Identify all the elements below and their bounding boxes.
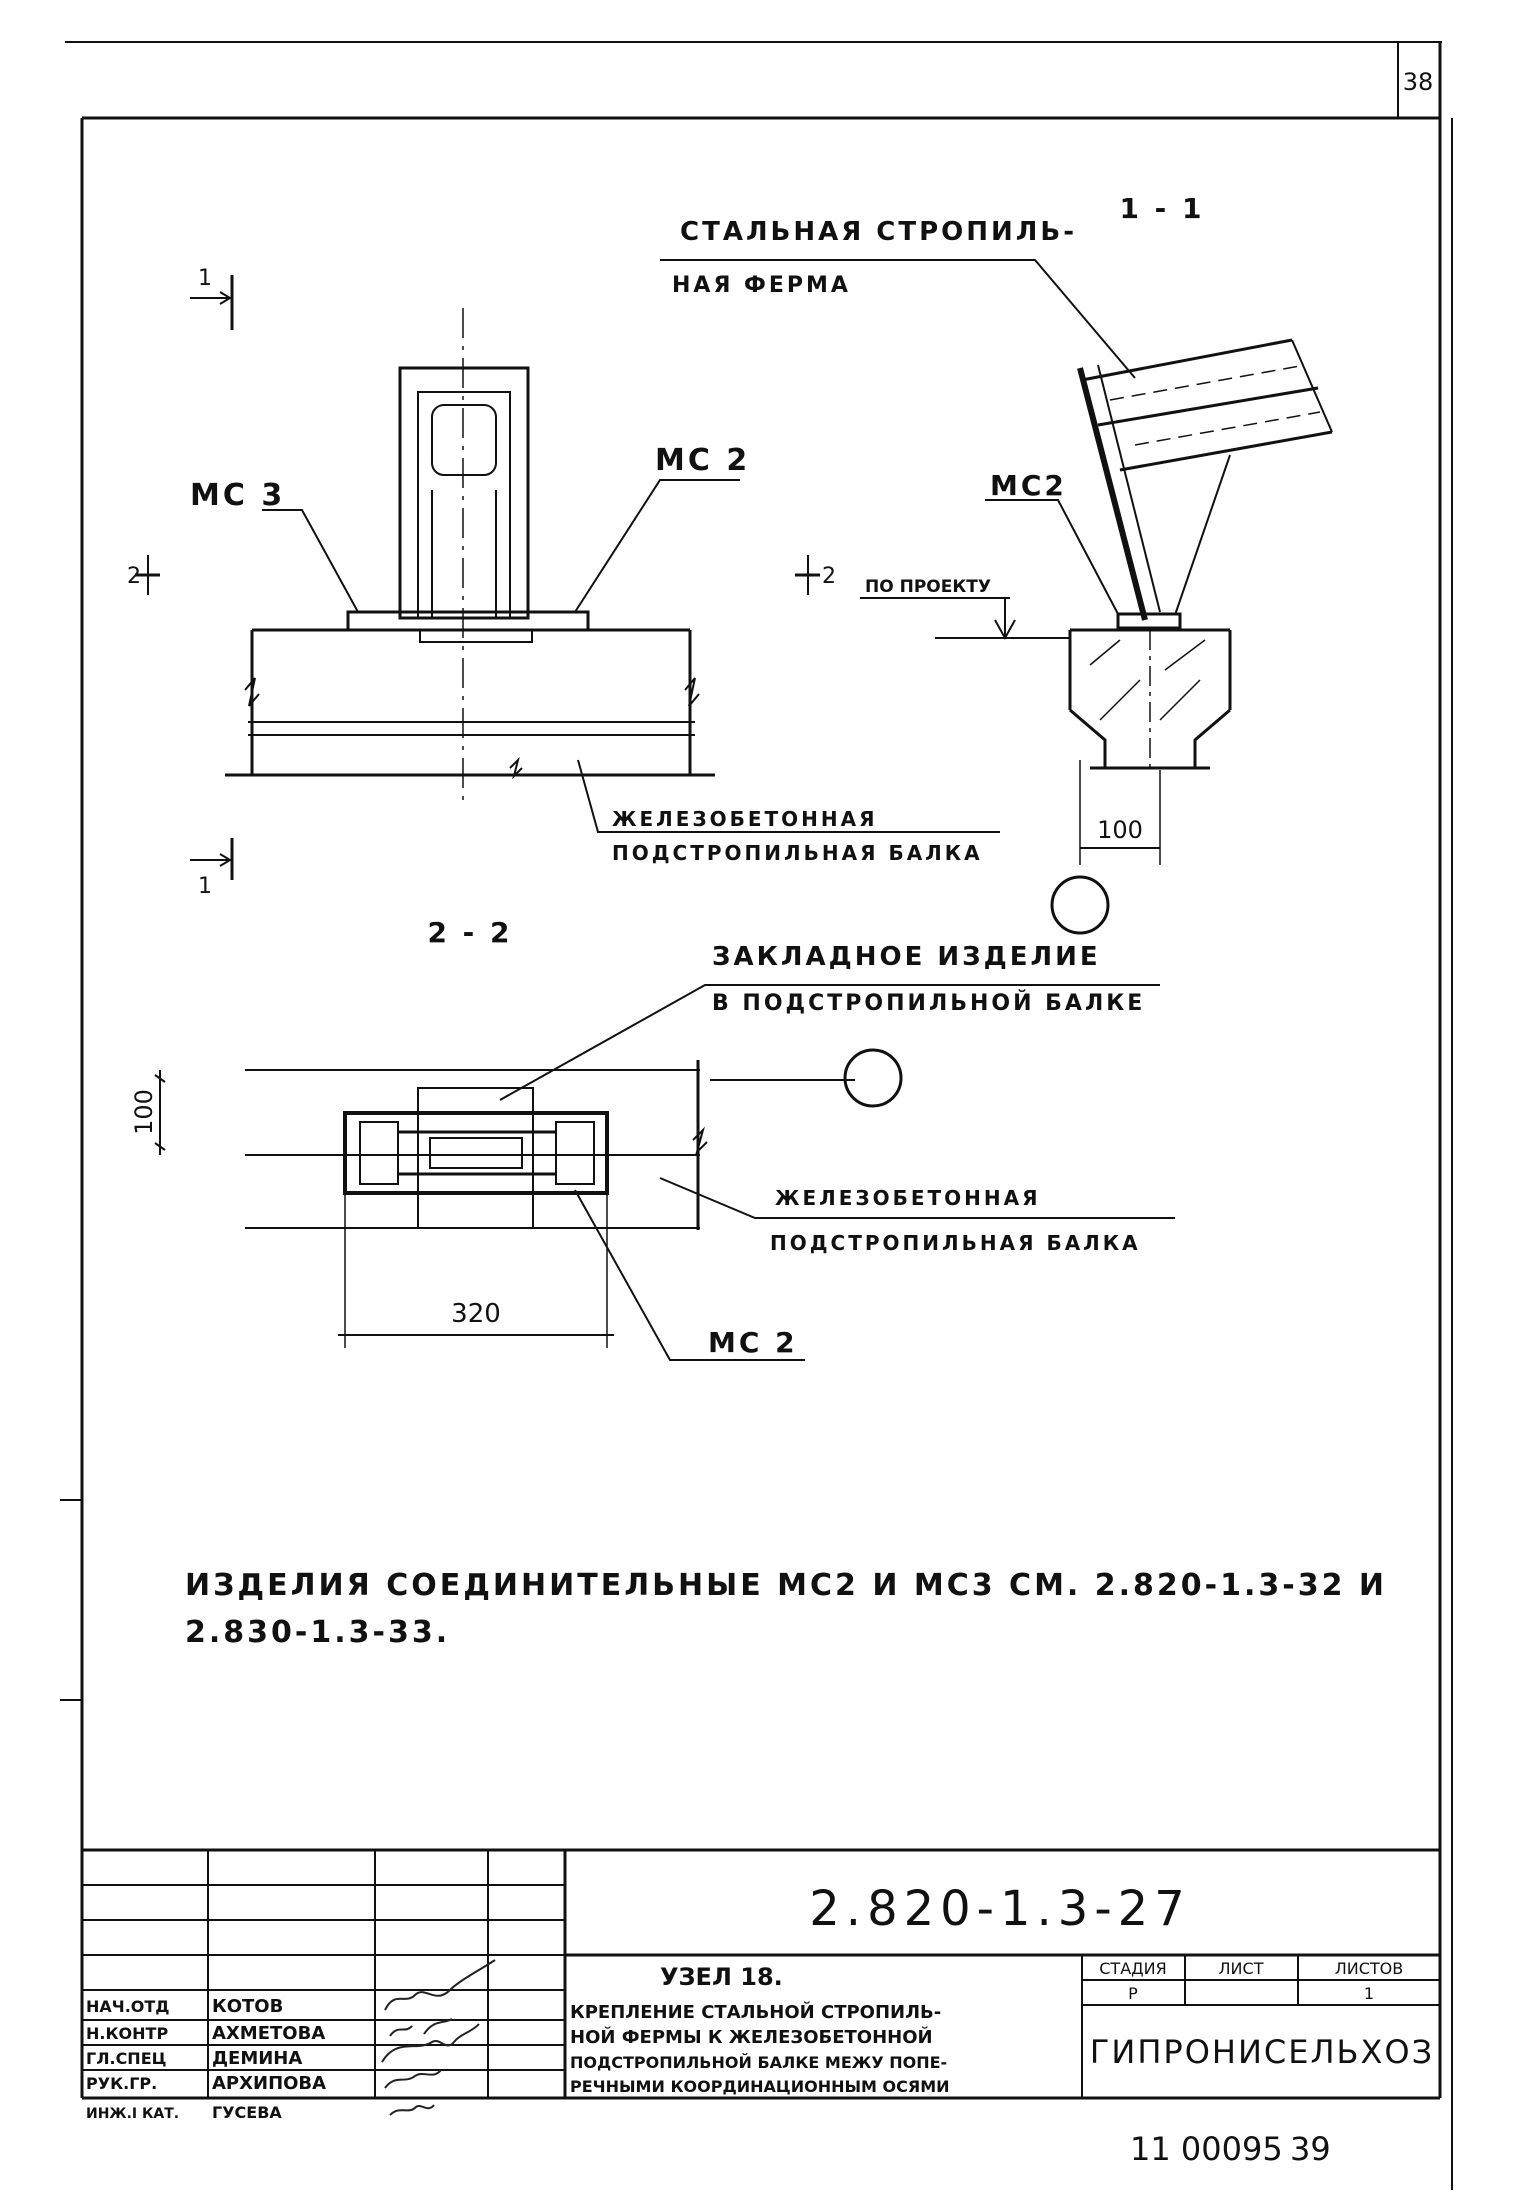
level-note: ПО ПРОЕКТУ bbox=[865, 577, 991, 597]
sheet-header: ЛИСТ bbox=[1219, 1959, 1264, 1978]
dim-100-section-2: 100 bbox=[130, 1089, 158, 1135]
title-line-2: КРЕПЛЕНИЕ СТАЛЬНОЙ СТРОПИЛЬ- bbox=[570, 2001, 941, 2023]
name-row-3: ДЕМИНА bbox=[212, 2048, 302, 2069]
label-ms2-front: МС 2 bbox=[655, 443, 750, 478]
doc-code: 2.820-1.3-27 bbox=[809, 1881, 1190, 1937]
note-line-1: ИЗДЕЛИЯ СОЕДИНИТЕЛЬНЫЕ МС2 И МС3 СМ. 2.8… bbox=[185, 1568, 1387, 1603]
label-truss-1: СТАЛЬНАЯ СТРОПИЛЬ- bbox=[680, 217, 1077, 247]
label-ms2-section-2: МС 2 bbox=[708, 1326, 798, 1359]
label-embed-1: ЗАКЛАДНОЕ ИЗДЕЛИЕ bbox=[712, 942, 1101, 972]
role-row-4: РУК.ГР. bbox=[86, 2074, 157, 2093]
organization: ГИПРОНИСЕЛЬХОЗ bbox=[1090, 2033, 1434, 2071]
stage-header: СТАДИЯ bbox=[1099, 1959, 1166, 1978]
section-2-2-title: 2 - 2 bbox=[427, 916, 512, 949]
section-1-1-title: 1 - 1 bbox=[1119, 192, 1204, 225]
label-truss-2: НАЯ ФЕРМА bbox=[672, 273, 851, 298]
name-row-5: ГУСЕВА bbox=[212, 2103, 282, 2122]
handwritten-signatures bbox=[381, 1959, 496, 2116]
page-mark: 39 bbox=[1290, 2130, 1331, 2168]
dim-100-section-1: 100 bbox=[1097, 816, 1143, 844]
title-block-grid bbox=[82, 1848, 1440, 2098]
front-section-mark-1-top: 1 bbox=[198, 266, 212, 291]
name-row-1: КОТОВ bbox=[212, 1996, 283, 2017]
label-beam-section-2-1: ЖЕЛЕЗОБЕТОННАЯ bbox=[775, 1186, 1041, 1210]
name-row-2: АХМЕТОВА bbox=[212, 2023, 325, 2044]
title-line-5: РЕЧНЫМИ КООРДИНАЦИОННЫМ ОСЯМИ bbox=[570, 2077, 950, 2096]
stage-value: Р bbox=[1128, 1984, 1138, 2003]
role-row-5: ИНЖ.I КАТ. bbox=[86, 2106, 179, 2122]
archive-number: 11 00095 bbox=[1130, 2130, 1283, 2168]
title-line-4: ПОДСТРОПИЛЬНОЙ БАЛКЕ МЕЖУ ПОПЕ- bbox=[570, 2053, 947, 2072]
sheets-header: ЛИСТОВ bbox=[1335, 1959, 1404, 1978]
name-row-4: АРХИПОВА bbox=[212, 2073, 326, 2094]
page-number: 38 bbox=[1403, 68, 1434, 96]
role-row-3: ГЛ.СПЕЦ bbox=[86, 2049, 166, 2068]
label-beam-front-2: ПОДСТРОПИЛЬНАЯ БАЛКА bbox=[612, 841, 983, 865]
title-line-1: УЗЕЛ 18. bbox=[660, 1963, 783, 1991]
front-section-mark-1-bottom: 1 bbox=[198, 874, 212, 899]
front-view bbox=[135, 275, 1000, 880]
label-ms2-section-1: МС2 bbox=[990, 469, 1067, 502]
title-line-3: НОЙ ФЕРМЫ К ЖЕЛЕЗОБЕТОННОЙ bbox=[570, 2026, 933, 2048]
section-1-1 bbox=[660, 259, 1333, 935]
sheets-value: 1 bbox=[1364, 1984, 1374, 2003]
label-beam-front-1: ЖЕЛЕЗОБЕТОННАЯ bbox=[612, 807, 878, 831]
section-2-2 bbox=[154, 984, 1175, 1361]
dim-320: 320 bbox=[451, 1299, 501, 1329]
front-section-mark-2-left: 2 bbox=[127, 564, 141, 589]
sheet-frame bbox=[60, 41, 1453, 2190]
label-beam-section-2-2: ПОДСТРОПИЛЬНАЯ БАЛКА bbox=[770, 1231, 1141, 1255]
note-line-2: 2.830-1.3-33. bbox=[185, 1615, 450, 1650]
label-embed-2: В ПОДСТРОПИЛЬНОЙ БАЛКЕ bbox=[712, 990, 1145, 1016]
label-ms3-front: МС 3 bbox=[190, 478, 285, 513]
role-row-1: НАЧ.ОТД bbox=[86, 1997, 170, 2016]
role-row-2: Н.КОНТР bbox=[86, 2024, 168, 2043]
front-section-mark-2-right: 2 bbox=[822, 564, 836, 589]
